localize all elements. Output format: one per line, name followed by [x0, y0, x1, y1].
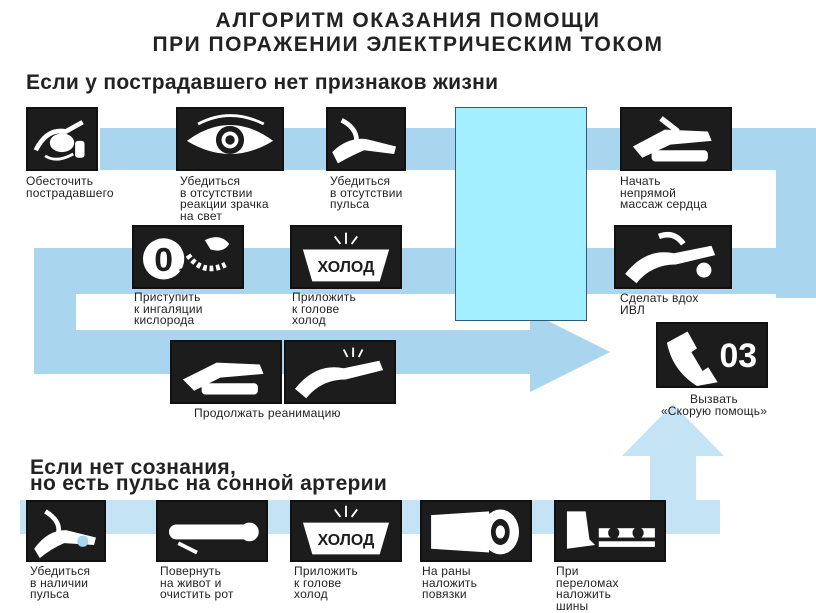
tile-deenergize: [26, 107, 98, 171]
cover-box: [455, 107, 587, 321]
phone-03-icon: 03: [659, 324, 765, 386]
caption-cold: Приложить к голове холод: [292, 290, 356, 327]
tile-splint: [554, 500, 666, 562]
tile-resuscitation-2: [284, 340, 396, 404]
svg-text:ХОЛОД: ХОЛОД: [318, 532, 375, 549]
tile-heart-massage: [620, 107, 732, 171]
cold-pack-icon: ХОЛОД: [293, 502, 399, 560]
caption-pulse: Убедиться в отсутствии пульса: [330, 174, 403, 211]
tile-resuscitation-1: [170, 340, 282, 404]
section1-heading: Если у пострадавшего нет признаков жизни: [26, 71, 499, 94]
svg-text:0: 0: [154, 241, 173, 279]
poster-title-line1: АЛГОРИТМ ОКАЗАНИЯ ПОМОЩИ: [215, 9, 601, 32]
svg-text:03: 03: [720, 337, 758, 375]
eye-icon: [179, 109, 281, 169]
caption-splint: При переломах наложить шины: [556, 564, 619, 613]
cold-pack-icon: ХОЛОД: [293, 227, 399, 287]
tile-cold2: ХОЛОД: [290, 500, 402, 562]
caption-ventilation: Сделать вдох ИВЛ: [620, 291, 699, 317]
caption-resuscitation: Продолжать реанимацию: [194, 406, 341, 420]
caption-pupil: Убедиться в отсутствии реакции зрачка на…: [180, 174, 269, 223]
tile-check-pulse: [26, 500, 106, 562]
tile-pulse: [326, 107, 406, 171]
rescue-breath-icon: [287, 342, 393, 402]
hand-pulse-icon: [28, 502, 104, 560]
hand-cutting-wire-icon: [28, 109, 96, 169]
chest-compression-icon: [623, 109, 729, 169]
tile-ambulance: 03: [656, 322, 768, 388]
poster-title-line2: ПРИ ПОРАЖЕНИИ ЭЛЕКТРИЧЕСКИМ ТОКОМ: [152, 33, 664, 56]
caption-deenergize: Обесточить пострадавшего: [26, 174, 114, 200]
tile-pupil: [176, 107, 284, 171]
person-prone-icon: [159, 502, 265, 560]
svg-text:2: 2: [179, 267, 185, 279]
tile-oxygen: 0 2: [132, 225, 244, 289]
caption-bandage: На раны наложить повязки: [422, 564, 478, 601]
caption-heart-massage: Начать непрямой массаж сердца: [620, 174, 708, 211]
section2-heading-line1: Если нет сознания,: [30, 456, 237, 479]
caption-check-pulse: Убедиться в наличии пульса: [30, 564, 91, 601]
tile-cold: ХОЛОД: [290, 225, 402, 289]
resuscitation-icon: [173, 342, 279, 402]
tile-turn-over: [156, 500, 268, 562]
tile-ventilation: [614, 225, 732, 289]
splint-leg-icon: [557, 502, 663, 560]
oxygen-mask-icon: 0 2: [135, 227, 241, 287]
tile-bandage: [420, 500, 532, 562]
arrow-head-up: [622, 404, 724, 456]
caption-turn-over: Повернуть на живот и очистить рот: [160, 564, 234, 601]
bandage-roll-icon: [423, 502, 529, 560]
section2-heading-line2: но есть пульс на сонной артерии: [30, 472, 388, 495]
rescue-breath-icon: [617, 227, 729, 287]
caption-ambulance: Вызвать «Скорую помощь»: [660, 392, 768, 418]
caption-cold2: Приложить к голове холод: [294, 564, 358, 601]
hand-on-neck-icon: [328, 109, 404, 169]
arrow-head-right: [530, 312, 610, 392]
caption-oxygen: Приступить к ингаляции кислорода: [134, 290, 203, 327]
svg-text:ХОЛОД: ХОЛОД: [318, 259, 376, 276]
